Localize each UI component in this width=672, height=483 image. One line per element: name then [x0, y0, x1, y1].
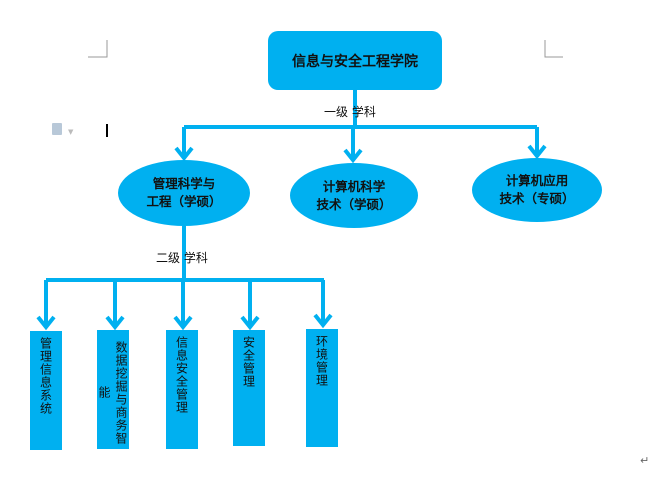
node-line: 技术（学硕）: [316, 196, 392, 212]
node-line: 管理科学与: [152, 176, 216, 191]
level2-label: 二级 学科: [156, 251, 208, 265]
root-label: 信息与安全工程学院: [292, 53, 418, 70]
document-icon[interactable]: [52, 123, 62, 135]
dropdown-arrow-icon[interactable]: ▼: [68, 128, 74, 136]
node-label: 信息安全管理: [174, 336, 189, 414]
level1-node: 管理科学与工程（学硕）: [118, 160, 250, 226]
level2-node: 环境管理: [306, 329, 338, 447]
level2-node: 安全管理: [233, 330, 265, 446]
node-label: 数据挖掘与商务智能: [97, 340, 128, 445]
level1-label: 一级 学科: [324, 105, 376, 119]
node-label: 环境管理: [314, 335, 329, 387]
level1-node: 计算机科学技术（学硕）: [290, 163, 418, 228]
level1-node: 计算机应用技术（专硕）: [472, 158, 602, 222]
node-line: 工程（学硕）: [146, 194, 222, 209]
node-label: 安全管理: [241, 336, 256, 388]
node-label: 管理信息系统: [38, 337, 53, 415]
node-line: 计算机应用: [505, 173, 569, 188]
node-line: 计算机科学: [322, 178, 386, 194]
paragraph-mark-icon: ↵: [640, 454, 650, 467]
text-cursor: [106, 124, 108, 137]
level2-node: 数据挖掘与商务智能: [97, 330, 129, 449]
level2-node: 管理信息系统: [30, 331, 62, 450]
node-line: 技术（专硕）: [499, 191, 575, 206]
level2-node: 信息安全管理: [166, 330, 198, 449]
root-node: 信息与安全工程学院: [268, 31, 442, 90]
